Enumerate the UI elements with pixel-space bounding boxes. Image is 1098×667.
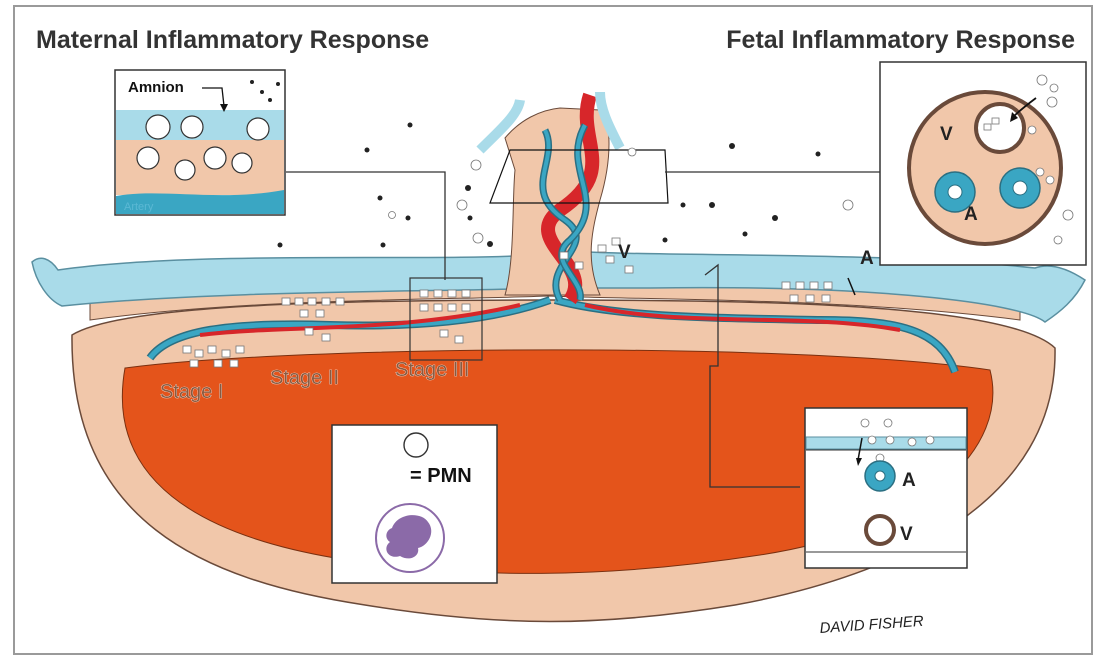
pmn-symbol-icon — [404, 433, 428, 457]
fetal-vessels-inset: A V — [805, 408, 967, 568]
pmn-legend: = PMN — [332, 425, 497, 583]
bottom-inset-artery-label: A — [902, 470, 916, 491]
amnion-label: Amnion — [128, 79, 184, 96]
bottom-inset-vein-label: V — [900, 524, 913, 545]
amnion-inset: Amnion Artery — [115, 70, 285, 215]
inset-artery-label: A — [964, 204, 978, 225]
stage-one-label: Stage I — [160, 381, 223, 403]
pmn-legend-label: = PMN — [410, 465, 472, 487]
inset-vein-label: V — [940, 124, 953, 145]
stage-three-label: Stage III — [395, 359, 470, 381]
chorionic-artery-label: A — [860, 248, 874, 269]
stage-two-label: Stage II — [270, 367, 339, 389]
artery-label: Artery — [124, 201, 154, 213]
maternal-heading: Maternal Inflammatory Response — [36, 26, 429, 54]
cord-vein-label: V — [618, 242, 631, 263]
fetal-heading: Fetal Inflammatory Response — [726, 26, 1075, 54]
cord-cross-section-inset: V A — [880, 62, 1086, 265]
